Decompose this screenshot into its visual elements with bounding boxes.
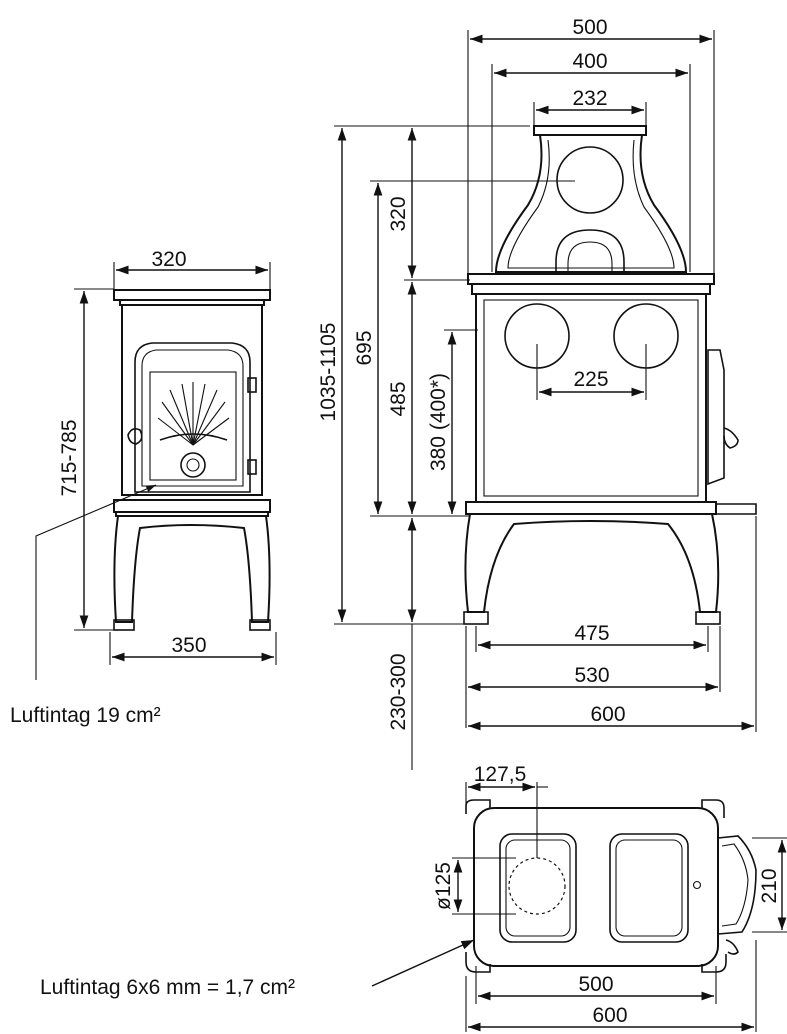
leg-span-label: 475 [574, 622, 609, 645]
flue-diameter-label: ø125 [432, 862, 455, 910]
small-width-top-label: 320 [151, 248, 186, 271]
leg-height-label: 230-300 [387, 653, 410, 730]
outlet-height-label: 380 (400*) [427, 373, 450, 471]
small-height-label: 715-785 [58, 419, 81, 496]
top-width-inner-label: 500 [578, 973, 613, 996]
flue-offset-label: 127,5 [474, 763, 527, 786]
base-width-label: 530 [574, 664, 609, 687]
small-air-intake-label: Luftintag 19 cm² [10, 704, 161, 727]
flue-height-label: 695 [353, 330, 376, 365]
small-width-base-label: 350 [171, 634, 206, 657]
hole-spacing-label: 225 [573, 368, 608, 391]
top-width-outer-label: 600 [592, 1004, 627, 1027]
body-height-label: 485 [387, 381, 410, 416]
small-stove-dimensions [35, 262, 277, 680]
plate-width-label: 600 [590, 703, 625, 726]
top-depth-label: 210 [758, 868, 781, 903]
crown-height-label: 320 [387, 196, 410, 231]
small-stove-outline [113, 289, 271, 631]
width-overall-label: 500 [572, 16, 607, 39]
width-top-label: 232 [572, 87, 607, 110]
total-height-label: 1035-1105 [317, 323, 340, 422]
width-crown-label: 400 [572, 50, 607, 73]
top-view-outline [465, 799, 757, 973]
front-stove-outline [463, 125, 757, 625]
top-air-intake-label: Luftintag 6x6 mm = 1,7 cm² [40, 976, 295, 999]
top-view-dimensions [371, 782, 787, 1032]
front-stove-dimensions [334, 30, 757, 770]
